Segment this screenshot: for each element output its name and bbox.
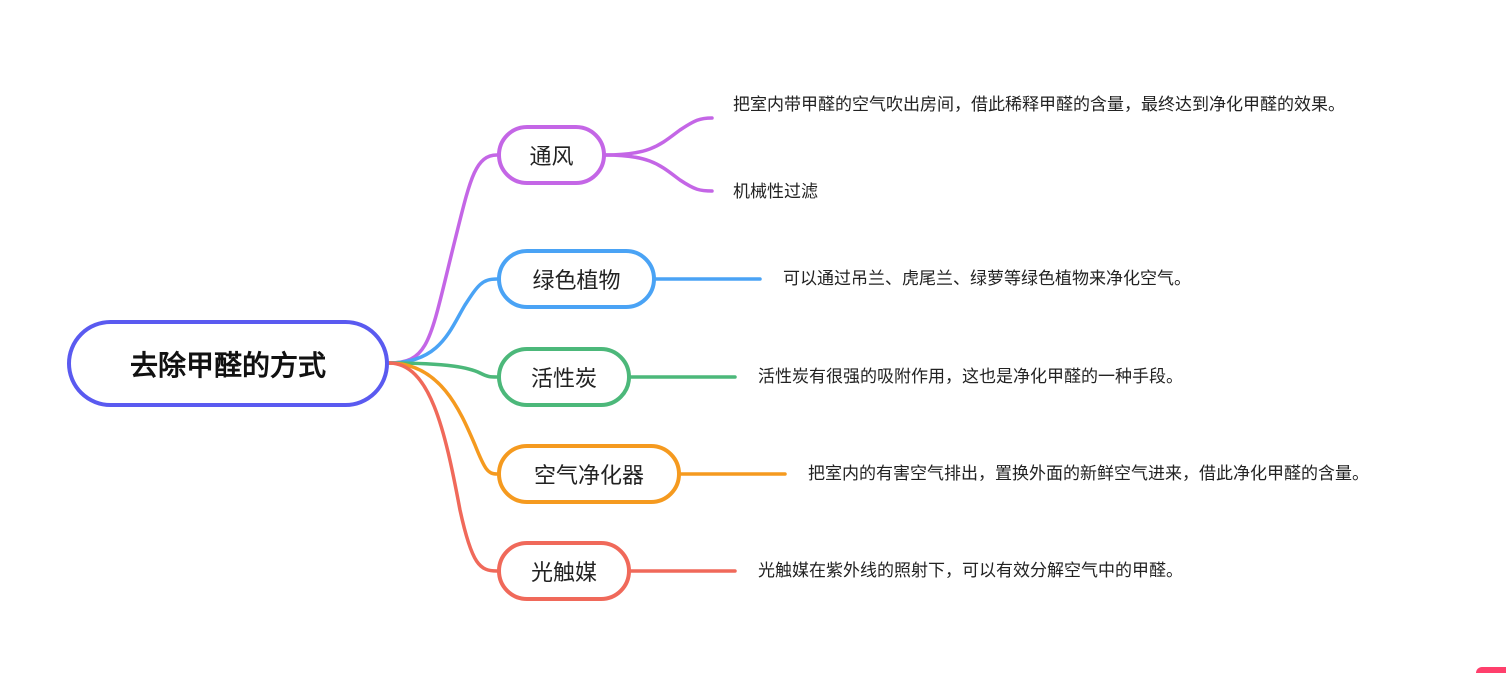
root-label: 去除甲醛的方式 bbox=[129, 348, 326, 382]
link-tongfeng-leaf2 bbox=[603, 153, 714, 193]
branch-label: 光触媒 bbox=[530, 561, 597, 586]
link-root-huoxingtan bbox=[387, 361, 499, 379]
leaf-huoxingtan[interactable]: 活性炭有很强的吸附作用，这也是净化甲醛的一种手段。 bbox=[758, 367, 1183, 387]
leaf-kongqi-jinghuaqi[interactable]: 把室内的有害空气排出，置换外面的新鲜空气进来，借此净化甲醛的含量。 bbox=[808, 464, 1369, 484]
root-node[interactable]: 去除甲醛的方式 bbox=[67, 320, 389, 407]
branch-node-tongfeng[interactable]: 通风 bbox=[497, 125, 606, 185]
link-root-jinghuaqi bbox=[387, 361, 499, 476]
link-root-guangchumei bbox=[387, 361, 499, 573]
branch-label: 活性炭 bbox=[530, 367, 597, 392]
branch-label: 绿色植物 bbox=[532, 269, 621, 294]
leaf-lvse-zhiwu[interactable]: 可以通过吊兰、虎尾兰、绿萝等绿色植物来净化空气。 bbox=[783, 269, 1191, 289]
branch-node-huoxingtan[interactable]: 活性炭 bbox=[497, 347, 631, 407]
branch-label: 空气净化器 bbox=[533, 464, 644, 489]
link-root-tongfeng bbox=[387, 153, 499, 365]
branch-node-kongqi-jinghuaqi[interactable]: 空气净化器 bbox=[497, 444, 681, 504]
corner-badge bbox=[1476, 667, 1506, 673]
branch-label: 通风 bbox=[529, 145, 574, 170]
branch-node-lvse-zhiwu[interactable]: 绿色植物 bbox=[497, 249, 656, 309]
leaf-tongfeng-2[interactable]: 机械性过滤 bbox=[733, 182, 818, 202]
leaf-guangchumei[interactable]: 光触媒在紫外线的照射下，可以有效分解空气中的甲醛。 bbox=[758, 561, 1183, 581]
link-tongfeng-leaf1 bbox=[603, 116, 714, 157]
branch-node-guangchumei[interactable]: 光触媒 bbox=[497, 541, 631, 601]
leaf-tongfeng-1[interactable]: 把室内带甲醛的空气吹出房间，借此稀释甲醛的含量，最终达到净化甲醛的效果。 bbox=[733, 95, 1345, 115]
link-root-lvse bbox=[387, 277, 499, 365]
